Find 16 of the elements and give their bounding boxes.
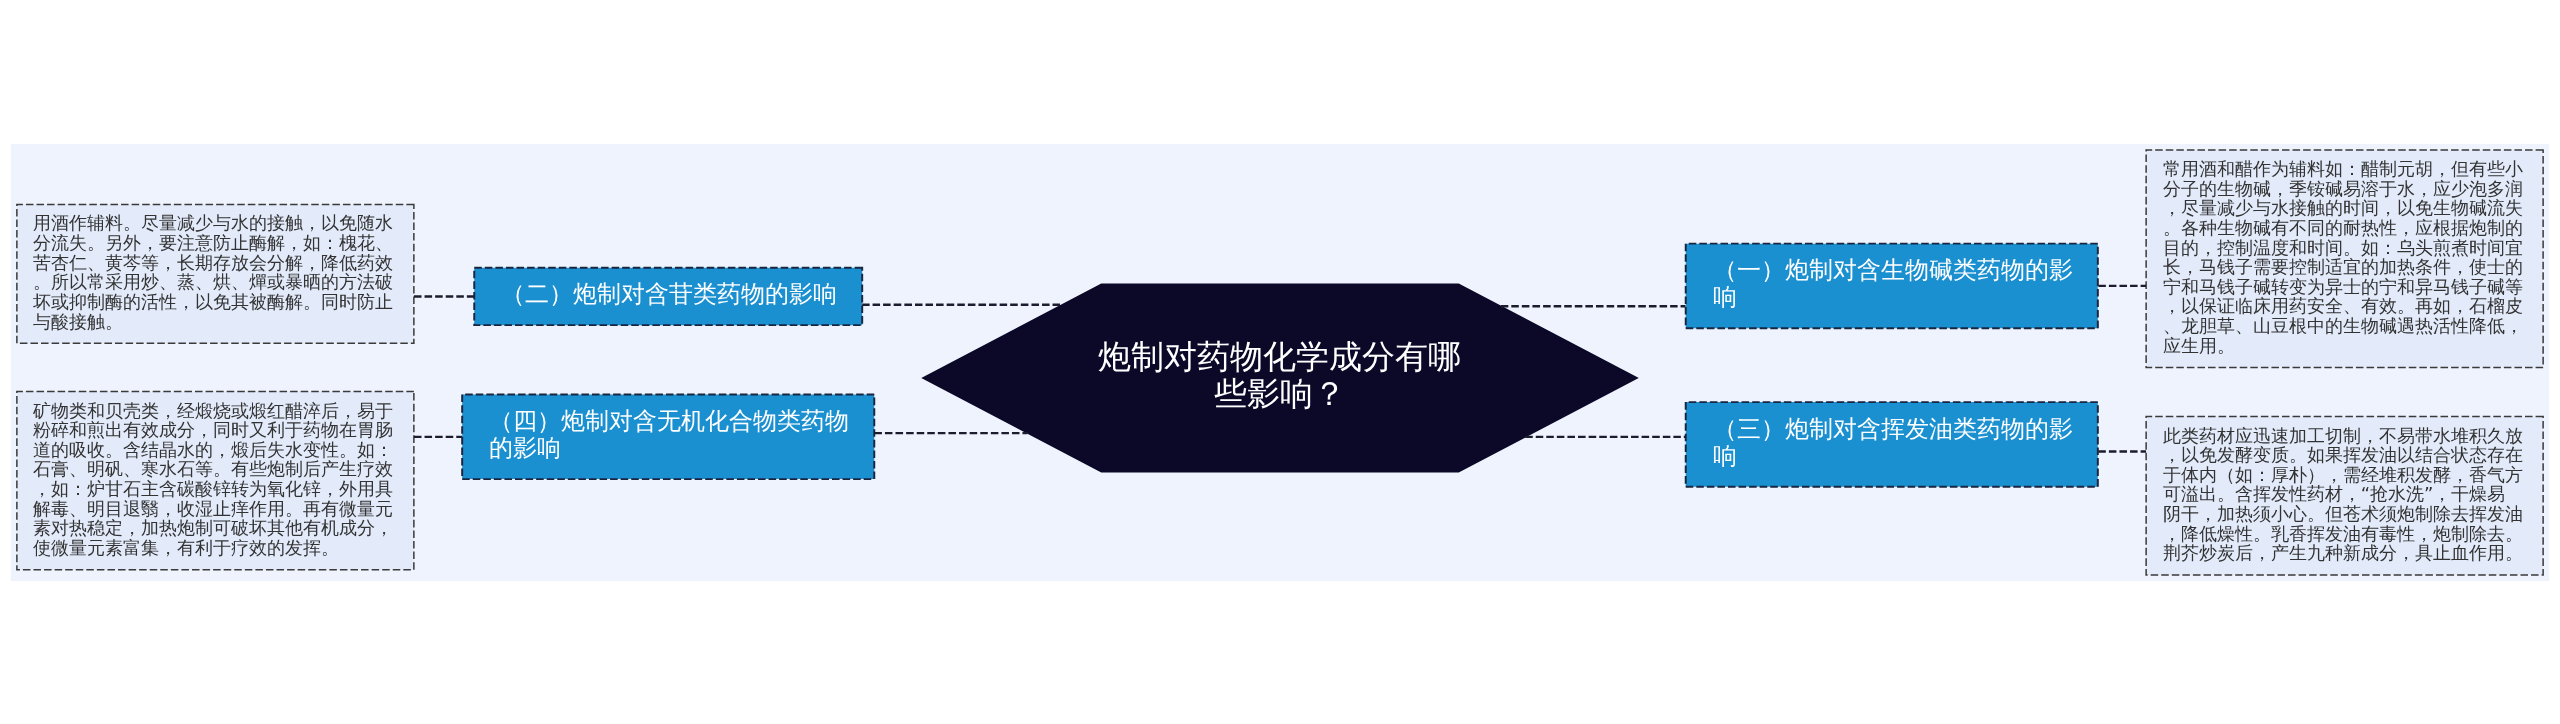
node-box: （二）炮制对含苷类药物的影响	[473, 266, 864, 326]
connector	[1525, 435, 1686, 438]
node-box: （一）炮制对含生物碱类药物的影响	[1684, 242, 2099, 329]
connector	[2098, 284, 2146, 287]
node-box: 矿物类和贝壳类，经煅烧或煅红醋淬后，易于粉碎和煎出有效成分，同时又利于药物在胃肠道的吸收。含结晶水的，煅后失水变性。如：石膏、明矾、寒水石等。有些炮制后产生疗效，如：炉甘石主含碳酸锌转为氧化锌，外用具解毒、明目退翳，收湿止痒作用。再有微量元素对热稳定，加热炮制可破坏其他有机成分，使微量元素富集，有利于疗效的发挥。	[16, 390, 415, 570]
node-box: 用酒作辅料。尽量减少与水的接触，以免随水分流失。另外，要注意防止酶解，如：槐花、苦杏仁、黄芩等，长期存放会分解，降低药效。所以常采用炒、蒸、烘、燀或暴晒的方法破坏或抑制酶的活性，以免其被酶解。同时防止与酸接触。	[16, 203, 415, 344]
connector	[862, 303, 1062, 306]
node-box: （四）炮制对含无机化合物类药物的影响	[461, 393, 876, 480]
node-box: 此类药材应迅速加工切制，不易带水堆积久放，以免发酵变质。如果挥发油以结合状态存在于体内（如：厚朴），需经堆积发酵，香气方可溢出。含挥发性药材，“抢水洗”，干燥易阴干，加热须小心。但苍术须炮制除去挥发油，降低燥性。乳香挥发油有毒性，炮制除去。荆芥炒炭后，产生九种新成分，具止血作用。	[2145, 415, 2544, 576]
connector	[414, 435, 462, 438]
connector	[1500, 304, 1686, 307]
connector	[414, 294, 475, 298]
node-box: 常用酒和醋作为辅料如：醋制元胡，但有些小分子的生物碱，季铵碱易溶于水，应少泡多润，尽量减少与水接触的时间，以免生物碱流失。各种生物碱有不同的耐热性，应根据炮制的目的，控制温度和时间。如：乌头煎煮时间宜长，马钱子需要控制适宜的加热条件，使士的宁和马钱子碱转变为异士的宁和异马钱子碱等，以保证临床用药安全、有效。再如，石榴皮、龙胆草、山豆根中的生物碱遇热活性降低，应生用。	[2145, 148, 2544, 368]
connector	[2098, 449, 2146, 453]
connector	[874, 431, 1028, 434]
node-box: （三）炮制对含挥发油类药物的影响	[1684, 400, 2099, 488]
